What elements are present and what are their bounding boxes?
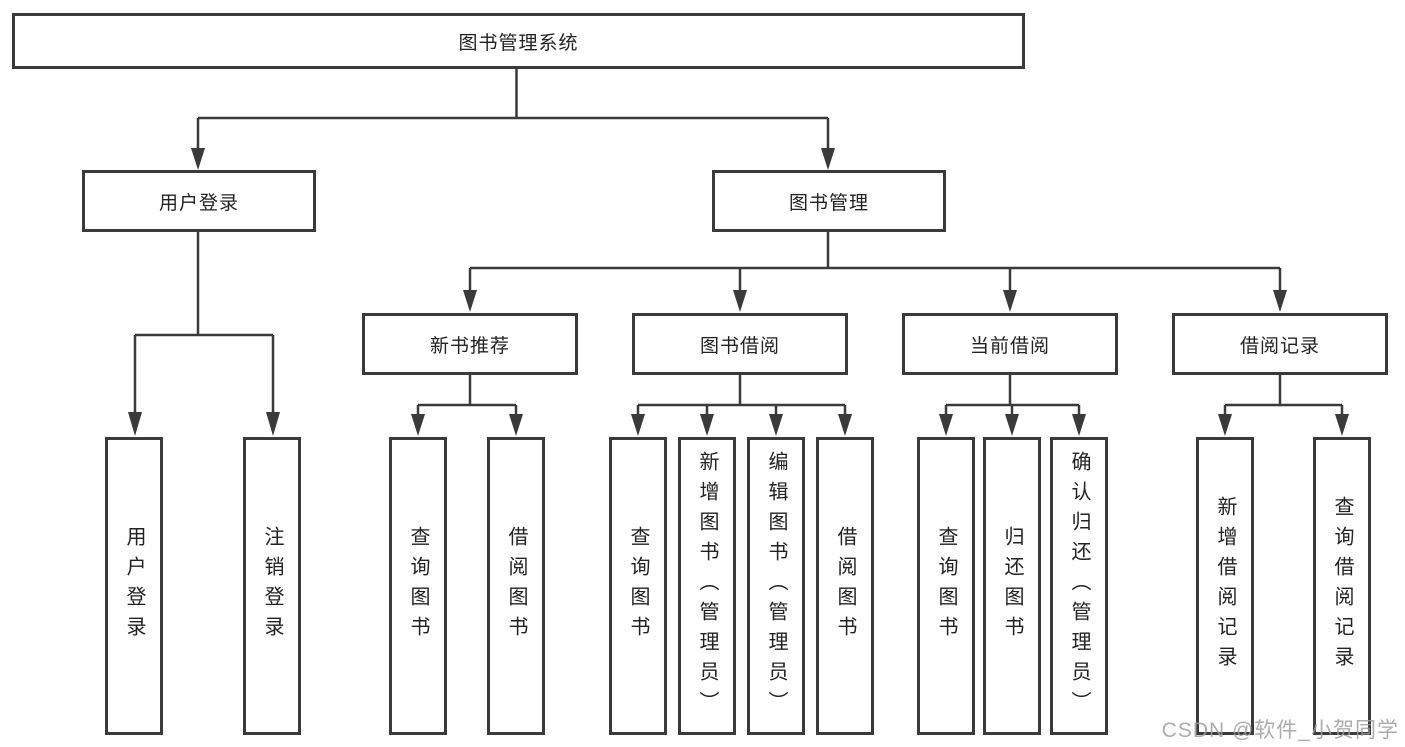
node-new-book-recommend: 新书推荐 bbox=[362, 313, 578, 375]
node-book-management: 图书管理 bbox=[712, 170, 946, 232]
leaf-br-query-record-label: 查询借阅记录 bbox=[1331, 496, 1353, 676]
leaf-bb-borrow-book: 借阅图书 bbox=[816, 437, 874, 735]
node-root-system: 图书管理系统 bbox=[12, 13, 1025, 69]
node-root-label: 图书管理系统 bbox=[458, 32, 579, 54]
node-book-management-label: 图书管理 bbox=[788, 192, 869, 214]
leaf-nb-borrow-book-label: 借阅图书 bbox=[505, 526, 527, 646]
leaf-logout-label: 注销登录 bbox=[261, 526, 283, 646]
leaf-br-add-record: 新增借阅记录 bbox=[1196, 437, 1254, 735]
leaf-nb-borrow-book: 借阅图书 bbox=[487, 437, 545, 735]
leaf-br-add-record-label: 新增借阅记录 bbox=[1214, 496, 1236, 676]
leaf-bb-query-book: 查询图书 bbox=[609, 437, 667, 735]
leaf-cb-confirm-return-admin-label: 确认归还（管理员） bbox=[1068, 451, 1090, 721]
node-user-login-label: 用户登录 bbox=[158, 192, 239, 214]
leaf-cb-confirm-return-admin: 确认归还（管理员） bbox=[1050, 437, 1108, 735]
node-current-borrowing-label: 当前借阅 bbox=[969, 335, 1050, 357]
leaf-bb-edit-book-admin-label: 编辑图书（管理员） bbox=[765, 451, 787, 721]
leaf-bb-add-book-admin-label: 新增图书（管理员） bbox=[696, 451, 718, 721]
node-new-book-recommend-label: 新书推荐 bbox=[429, 335, 510, 357]
node-borrowing-records-label: 借阅记录 bbox=[1239, 335, 1320, 357]
node-borrowing-records: 借阅记录 bbox=[1172, 313, 1388, 375]
leaf-cb-query-book: 查询图书 bbox=[917, 437, 975, 735]
node-book-borrowing-label: 图书借阅 bbox=[699, 335, 780, 357]
leaf-logout: 注销登录 bbox=[243, 437, 301, 735]
leaf-cb-query-book-label: 查询图书 bbox=[935, 526, 957, 646]
leaf-user-login: 用户登录 bbox=[105, 437, 163, 735]
leaf-user-login-label: 用户登录 bbox=[123, 526, 145, 646]
leaf-bb-add-book-admin: 新增图书（管理员） bbox=[678, 437, 736, 735]
leaf-cb-return-book: 归还图书 bbox=[983, 437, 1041, 735]
leaf-nb-query-book: 查询图书 bbox=[389, 437, 447, 735]
leaf-nb-query-book-label: 查询图书 bbox=[407, 526, 429, 646]
leaf-bb-query-book-label: 查询图书 bbox=[627, 526, 649, 646]
node-user-login: 用户登录 bbox=[82, 170, 316, 232]
leaf-cb-return-book-label: 归还图书 bbox=[1001, 526, 1023, 646]
leaf-br-query-record: 查询借阅记录 bbox=[1313, 437, 1371, 735]
node-current-borrowing: 当前借阅 bbox=[902, 313, 1118, 375]
leaf-bb-edit-book-admin: 编辑图书（管理员） bbox=[747, 437, 805, 735]
node-book-borrowing: 图书借阅 bbox=[632, 313, 848, 375]
leaf-bb-borrow-book-label: 借阅图书 bbox=[834, 526, 856, 646]
